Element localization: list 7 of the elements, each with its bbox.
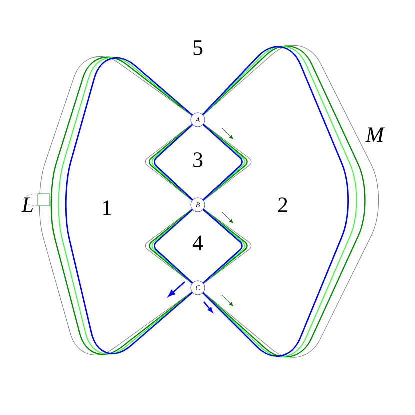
region-label: 2: [278, 198, 288, 212]
region-label: M: [366, 128, 386, 142]
region-label: 3: [194, 152, 203, 168]
region-label: 4: [192, 236, 204, 250]
region-label: 5: [194, 40, 203, 56]
region-label: L: [22, 198, 34, 212]
region-label: 1: [103, 200, 112, 216]
